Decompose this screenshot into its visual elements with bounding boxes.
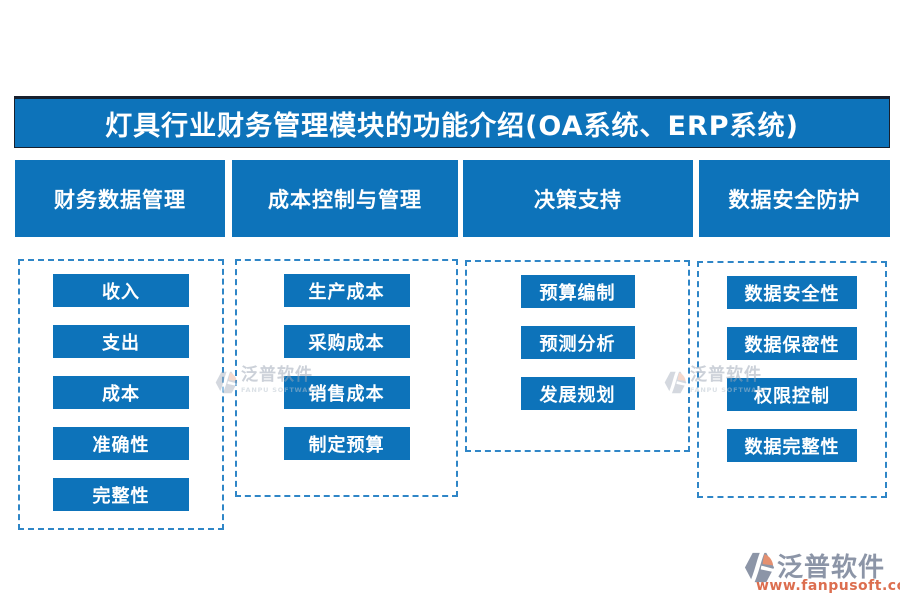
column-header-data-security: 数据安全防护	[699, 160, 890, 237]
feature-item: 数据完整性	[727, 429, 857, 462]
page-title: 灯具行业财务管理模块的功能介绍(OA系统、ERP系统)	[105, 110, 799, 142]
column-box-cost-control: 生产成本 采购成本 销售成本 制定预算	[235, 259, 458, 497]
feature-item: 成本	[53, 376, 189, 409]
feature-item: 数据保密性	[727, 327, 857, 360]
feature-item: 发展规划	[520, 377, 635, 410]
feature-item: 预测分析	[520, 326, 635, 359]
feature-item: 收入	[53, 274, 189, 307]
footer-url-text: www.fanpusoft.com	[756, 578, 900, 594]
feature-item: 采购成本	[283, 325, 410, 358]
feature-item: 制定预算	[283, 427, 410, 460]
feature-item: 支出	[53, 325, 189, 358]
column-box-data-security: 数据安全性 数据保密性 权限控制 数据完整性	[697, 261, 887, 498]
feature-item: 权限控制	[727, 378, 857, 411]
feature-item: 完整性	[53, 478, 189, 511]
column-header-financial-data: 财务数据管理	[15, 160, 225, 237]
feature-item: 销售成本	[283, 376, 410, 409]
feature-item: 数据安全性	[727, 276, 857, 309]
footer-brand-text: 泛普软件	[777, 553, 886, 583]
column-box-financial-data: 收入 支出 成本 准确性 完整性	[18, 259, 224, 530]
column-header-decision-support: 决策支持	[463, 160, 693, 237]
feature-item: 准确性	[53, 427, 189, 460]
title-banner: 灯具行业财务管理模块的功能介绍(OA系统、ERP系统)	[14, 96, 890, 148]
column-header-cost-control: 成本控制与管理	[232, 160, 458, 237]
fanpu-logo-icon	[744, 549, 775, 586]
footer-logo: 泛普软件 www.fanpusoft.com	[744, 547, 900, 597]
feature-item: 预算编制	[520, 275, 635, 308]
column-box-decision-support: 预算编制 预测分析 发展规划	[465, 260, 690, 452]
feature-item: 生产成本	[283, 274, 410, 307]
